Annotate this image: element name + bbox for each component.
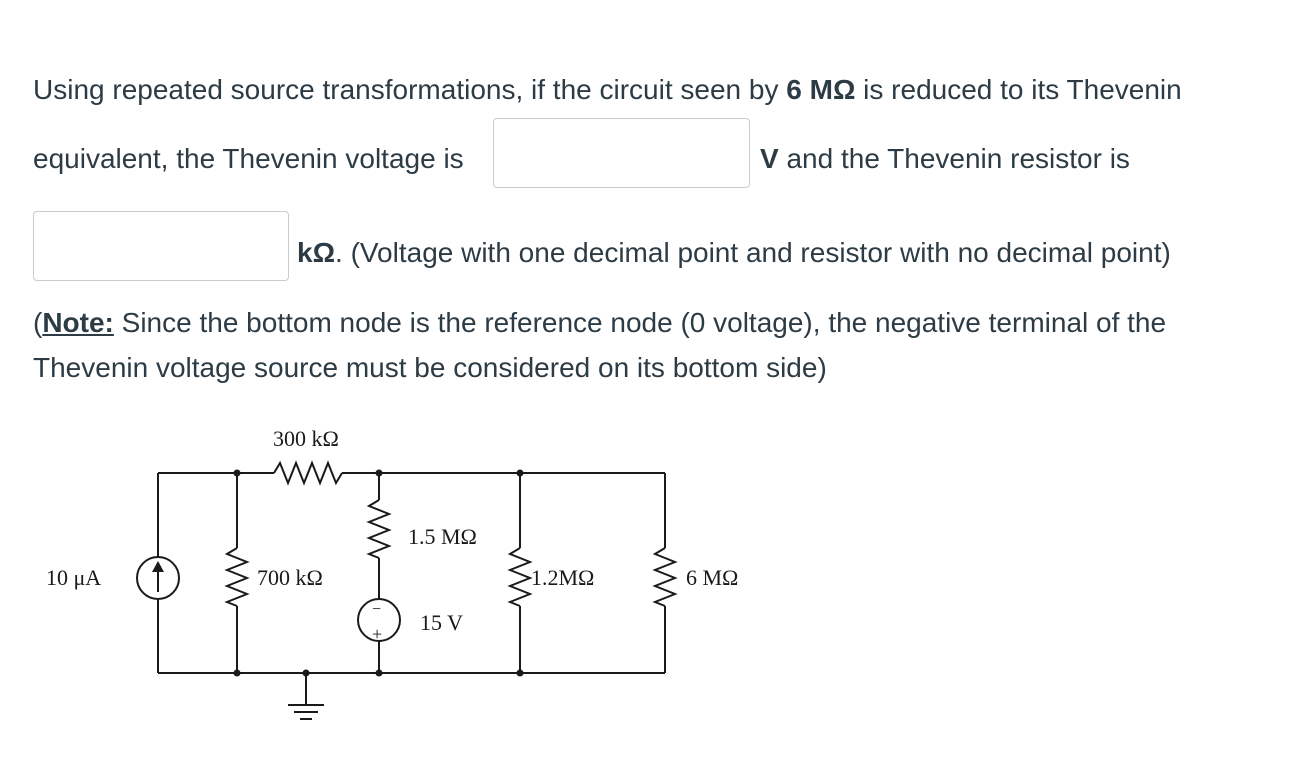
current-arrow-head	[152, 561, 164, 572]
question-line-1: Using repeated source transformations, i…	[33, 74, 1182, 106]
resistor-300k	[273, 460, 343, 486]
note-line-2: Thevenin voltage source must be consider…	[33, 352, 827, 384]
question-text: . (Voltage with one decimal point and re…	[335, 237, 1171, 268]
question-text: and the Thevenin resistor is	[778, 143, 1130, 174]
label-6m: 6 MΩ	[686, 565, 738, 590]
label-1-2m: 1.2MΩ	[531, 565, 594, 590]
node-dot	[233, 669, 241, 677]
volt-unit: V	[760, 143, 779, 174]
note-line-1: (Note: Since the bottom node is the refe…	[33, 307, 1166, 339]
note-keyword: Note:	[42, 307, 114, 338]
question-text: Using repeated source transformations, i…	[33, 74, 787, 105]
node-dot	[516, 469, 524, 477]
note-text: Since the bottom node is the reference n…	[113, 307, 1167, 338]
question-text: equivalent, the Thevenin voltage is	[33, 143, 464, 174]
resistor-6m	[652, 547, 678, 607]
node-dot	[233, 469, 241, 477]
question-line-2-tail: V and the Thevenin resistor is	[760, 143, 1130, 175]
label-1-5m: 1.5 MΩ	[408, 524, 477, 549]
node-dot	[302, 669, 310, 677]
node-dot	[375, 669, 383, 677]
node-dot	[516, 669, 524, 677]
label-vs-minus: −	[372, 601, 381, 618]
resistor-1-5m	[366, 499, 392, 559]
voltage-answer-box[interactable]	[493, 118, 750, 188]
question-line-3: kΩ. (Voltage with one decimal point and …	[297, 237, 1171, 269]
resistor-1-2m	[507, 547, 533, 607]
label-current-source: 10 μA	[46, 565, 101, 590]
resistor-700k	[224, 547, 250, 607]
kohm-unit: kΩ	[297, 237, 336, 268]
question-line-2: equivalent, the Thevenin voltage is	[33, 143, 464, 175]
label-700k: 700 kΩ	[257, 565, 323, 590]
question-text: is reduced to its Thevenin	[855, 74, 1182, 105]
resistor-answer-box[interactable]	[33, 211, 289, 281]
label-vs-plus: +	[372, 624, 382, 644]
node-dot	[375, 469, 383, 477]
voltage-answer-input[interactable]	[494, 119, 749, 187]
label-15v: 15 V	[420, 610, 463, 635]
note-text: Thevenin voltage source must be consider…	[33, 352, 827, 383]
note-paren: (	[33, 307, 43, 338]
label-300k: 300 kΩ	[273, 426, 339, 451]
load-resistor-value: 6 MΩ	[786, 74, 856, 105]
resistor-answer-input[interactable]	[34, 212, 288, 280]
